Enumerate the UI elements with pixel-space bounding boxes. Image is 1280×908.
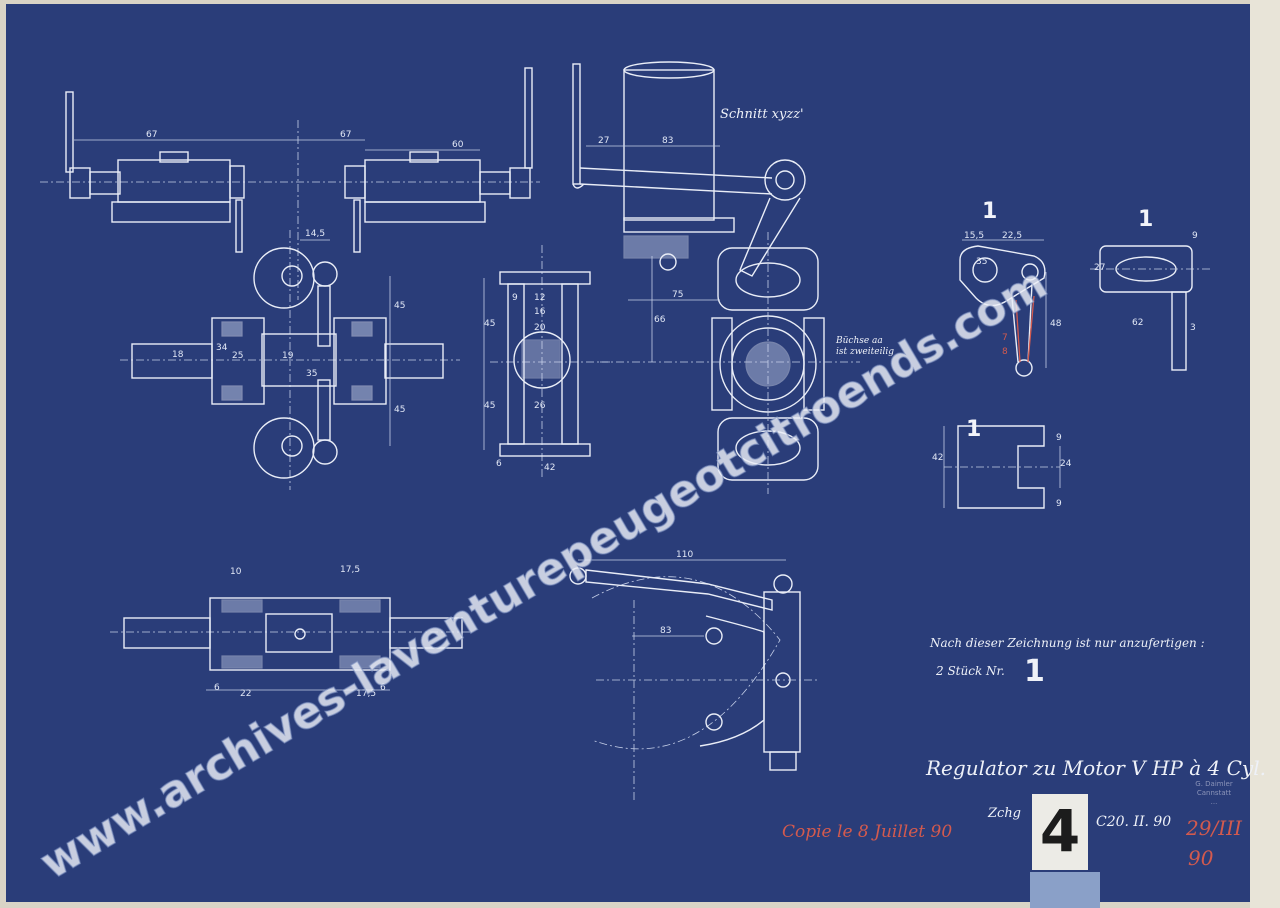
view-lever-arc: 110 83 (569, 550, 820, 800)
dim-label: 83 (662, 136, 673, 146)
view-top-left-assembly: 67 67 60 (40, 67, 540, 300)
red-date-bottom: 90 (1188, 846, 1214, 870)
order-note-line-2: 2 Stück Nr. (936, 664, 1005, 678)
drawing-date: C20. II. 90 (1096, 814, 1172, 830)
dim-label: 22 (240, 689, 251, 699)
order-quantity-part-number: 1 (1024, 654, 1045, 689)
view-side-frame: 45 45 9 12 20 16 26 6 42 (483, 245, 610, 480)
view-shaft-section: 10 6 22 17,5 6 17,5 (110, 565, 470, 699)
part-number-label: 1 (982, 199, 997, 224)
dim-label: 67 (146, 130, 157, 140)
dim-label: 34 (216, 343, 228, 353)
dim-label: 17,5 (340, 565, 360, 575)
dim-label: 27 (598, 136, 609, 146)
section-label: Schnitt xyzz' (720, 107, 804, 122)
dim-label: 6 (380, 683, 386, 693)
bushing-note: Büchse aa ist zweiteilig (836, 336, 894, 357)
order-note-line-1: Nach dieser Zeichnung ist nur anzufertig… (930, 636, 1205, 650)
view-part-1-lever: 15,5 22,5 35 48 7 8 (959, 231, 1062, 377)
dim-label: 67 (340, 130, 351, 140)
dim-label: 42 (932, 453, 943, 463)
part-number-label: 1 (1138, 207, 1153, 232)
part-number-label: 1 (966, 417, 981, 442)
dim-label: 24 (1060, 459, 1072, 469)
dim-label: 9 (512, 293, 518, 303)
dim-label: 35 (306, 369, 317, 379)
dim-label: 6 (496, 459, 502, 469)
stamp-line: G. Daimler (1195, 780, 1233, 788)
dim-label: 110 (676, 550, 693, 560)
dim-label: 6 (214, 683, 220, 693)
dim-label: 45 (484, 319, 495, 329)
dim-label: 60 (452, 140, 464, 150)
dim-label: 35 (976, 257, 987, 267)
dim-label: 45 (484, 401, 495, 411)
dim-label: 9 (1056, 433, 1062, 443)
dim-label: 3 (1190, 323, 1196, 333)
drawing-title: Regulator zu Motor V HP à 4 Cyl. (926, 756, 1266, 780)
dim-label: 17,5 (356, 689, 376, 699)
zchg-label: Zchg (988, 806, 1022, 821)
drawing-number: 4 (1039, 797, 1081, 865)
dim-label: 9 (1192, 231, 1198, 241)
dim-label: 62 (1132, 318, 1143, 328)
red-date-top: 29/III (1186, 816, 1242, 840)
dim-label: 19 (282, 351, 294, 361)
blueprint-paper (6, 4, 1252, 902)
stamp-line: ... (1210, 798, 1218, 806)
dim-label: 9 (1056, 499, 1062, 509)
view-governor-cross-section: 14,5 45 45 18 25 19 35 34 (120, 229, 460, 490)
dim-label: 75 (672, 290, 683, 300)
dim-label: 14,5 (305, 229, 325, 239)
view-part-1-fork: 42 24 9 9 (932, 425, 1072, 509)
dim-label: 45 (394, 405, 405, 415)
dim-label: 15,5 (964, 231, 984, 241)
dim-label-red: 8 (1002, 347, 1008, 357)
dim-label: 16 (534, 307, 546, 317)
copy-note: Copie le 8 Juillet 90 (782, 822, 953, 842)
view-section-xyzz: 27 83 75 66 (572, 61, 860, 494)
view-part-1-side: 27 62 3 9 (1090, 231, 1210, 371)
dim-label: 10 (230, 567, 242, 577)
dim-label: 18 (172, 350, 184, 360)
dim-label: 12 (534, 293, 545, 303)
stamp-line: Cannstatt (1196, 789, 1232, 797)
drawing-number-card: 4 (1032, 794, 1088, 870)
sheet-margin-right (1250, 0, 1280, 908)
dim-label: 25 (232, 351, 243, 361)
tape-patch (1030, 872, 1100, 908)
dim-label: 20 (534, 323, 546, 333)
dim-label: 42 (544, 463, 555, 473)
dim-label: 27 (1094, 263, 1105, 273)
dim-label-red: 7 (1002, 333, 1008, 343)
dim-label: 26 (534, 401, 546, 411)
dim-label: 48 (1050, 319, 1062, 329)
dim-label: 83 (660, 626, 671, 636)
dim-label: 22,5 (1002, 231, 1022, 241)
dim-label: 66 (654, 315, 666, 325)
maker-stamp: G. Daimler Cannstatt ... (1184, 780, 1244, 807)
dim-label: 45 (394, 301, 405, 311)
